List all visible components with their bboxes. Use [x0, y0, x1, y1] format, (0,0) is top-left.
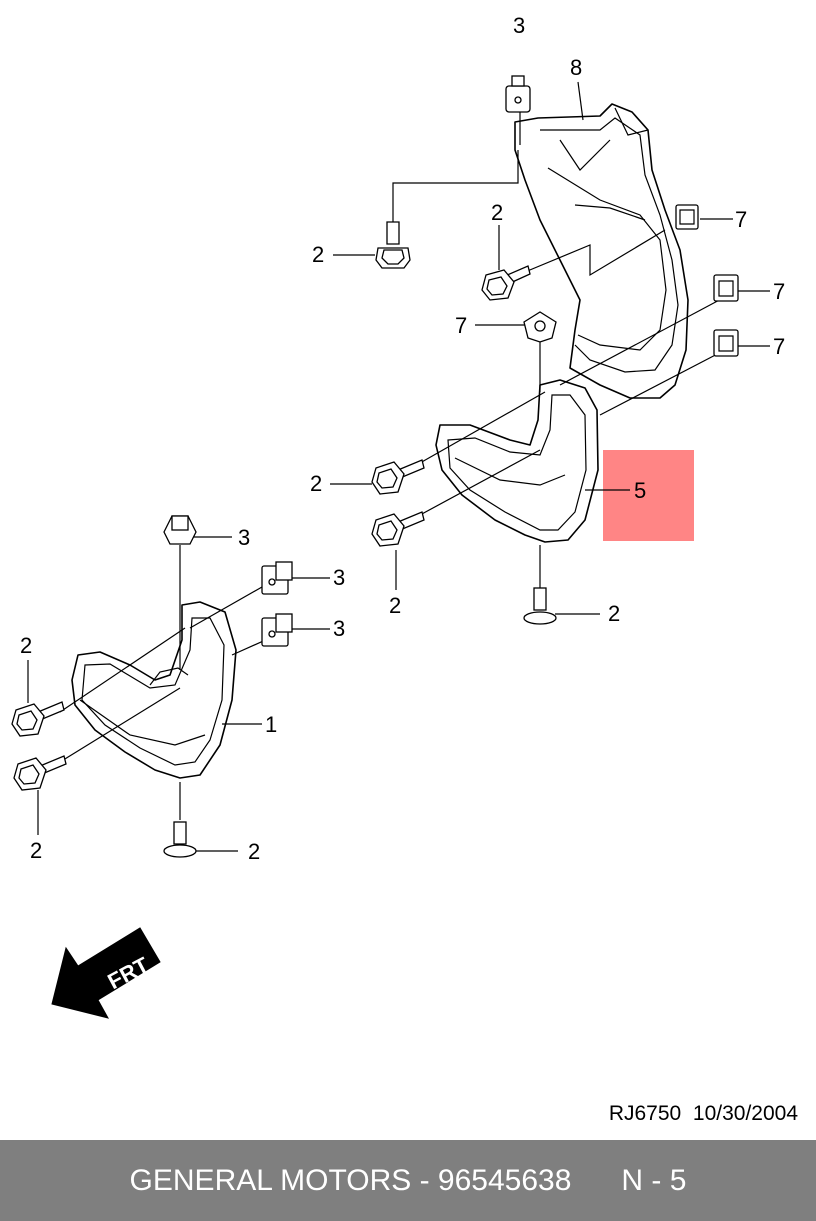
drawing-reference: RJ6750 10/30/2004: [609, 1102, 798, 1126]
callout-2-flap-left-top: 2: [20, 633, 32, 658]
callout-8: 8: [570, 55, 582, 80]
clip-part-3-top: [505, 75, 531, 113]
drawing-code: RJ6750: [608, 1102, 682, 1125]
clip-part-3-left-a: [163, 515, 197, 545]
callout-7-a: 7: [735, 207, 747, 232]
callout-2-flap-right-lower: 2: [389, 593, 401, 618]
callout-2-flap-right-upper: 2: [310, 471, 322, 496]
callout-3-left-c: 3: [333, 616, 345, 641]
callout-3-left-a: 3: [238, 525, 250, 550]
bolt-flange-upper-left: [375, 221, 411, 269]
front-direction-arrow: FRT: [51, 927, 161, 1019]
clip-part-3-left-c: [261, 613, 293, 647]
callout-2-flap-left-lower: 2: [30, 838, 42, 863]
mud-flap-left-part-1: [71, 601, 237, 779]
clip-part-7-a: [675, 204, 699, 230]
drawing-date: 10/30/2004: [692, 1102, 798, 1125]
callout-2-bolt-mid: 2: [491, 200, 503, 225]
clip-part-7-d: [523, 311, 557, 343]
callout-7-b: 7: [773, 279, 785, 304]
callout-labels: 3 8 2 2 7 7 7 7 2 5 2 2 3 3 3 2 1 2 2: [20, 13, 785, 864]
callout-2-flap-left-bottom: 2: [248, 839, 260, 864]
footer-page: N - 5: [621, 1163, 687, 1197]
bolt-flange-flap-left-lower: [13, 755, 67, 791]
bolt-flange-flap-right-lower: [371, 511, 425, 547]
footer-bar: GENERAL MOTORS - 96545638 N - 5: [0, 1140, 816, 1221]
callout-7-c: 7: [773, 334, 785, 359]
callout-3-top: 3: [513, 13, 525, 38]
callout-3-left-b: 3: [333, 565, 345, 590]
callout-7-d: 7: [455, 313, 467, 338]
callout-2-flap-right-bottom: 2: [608, 601, 620, 626]
footer-brand-part-number: GENERAL MOTORS - 96545638: [129, 1163, 572, 1197]
mud-flap-right-part-5: [435, 379, 599, 543]
parts-diagram: 3 8 2 2 7 7 7 7 2 5 2 2 3 3 3 2 1 2 2 FR…: [11, 13, 785, 1019]
screw-flap-right-bottom: [523, 587, 557, 625]
callout-2-bolt-left: 2: [312, 242, 324, 267]
highlight-box-part-5: [603, 450, 694, 541]
bolt-flange-flap-left-upper: [11, 701, 65, 737]
wheelhouse-liner-part-8: [514, 103, 689, 399]
screw-flap-left-bottom: [163, 821, 197, 858]
clip-part-7-c: [713, 329, 739, 357]
clip-part-3-left-b: [261, 561, 293, 595]
bolt-flange-upper-mid: [481, 265, 531, 301]
callout-1: 1: [265, 712, 277, 737]
clip-part-7-b: [713, 274, 739, 302]
callout-5: 5: [634, 478, 646, 503]
bolt-flange-flap-right-upper: [371, 459, 425, 495]
leader-lines: [27, 81, 770, 852]
